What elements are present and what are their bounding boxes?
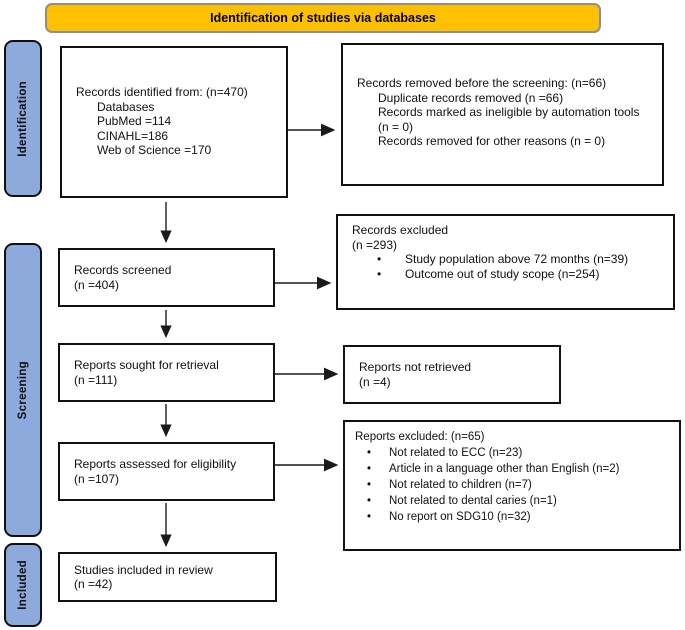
records-removed-line: Records marked as ineligible by automati… <box>378 105 640 134</box>
studies-included-title: Studies included in review <box>74 562 213 577</box>
box-reports-excluded: Reports excluded: (n=65) Not related to … <box>343 420 681 551</box>
studies-included-count: (n =42) <box>74 577 113 591</box>
records-excluded-count: (n =293) <box>352 237 398 252</box>
records-identified-title: Records identified from: (n=470) <box>76 85 248 99</box>
stage-screening-label: Screening <box>17 360 29 420</box>
stage-identification: Identification <box>4 40 42 197</box>
records-excluded-item: Outcome out of study scope (n=254) <box>377 267 665 282</box>
box-records-removed: Records removed before the screening: (n… <box>341 43 664 186</box>
stage-included: Included <box>4 543 42 627</box>
records-identified-line: PubMed =114 <box>97 114 172 128</box>
banner: Identification of studies via databases <box>45 3 601 33</box>
reports-sought-title: Reports sought for retrieval <box>74 358 219 372</box>
reports-not-retrieved-count: (n =4) <box>359 374 391 389</box>
reports-excluded-item: Not related to dental caries (n=1) <box>367 493 673 509</box>
reports-excluded-item: Article in a language other than English… <box>367 461 673 477</box>
reports-sought-count: (n =111) <box>74 372 118 387</box>
stage-screening: Screening <box>4 243 42 537</box>
reports-excluded-title: Reports excluded: (n=65) <box>355 431 485 443</box>
reports-assessed-count: (n =107) <box>74 471 120 486</box>
box-reports-sought: Reports sought for retrieval (n =111) <box>58 343 275 402</box>
records-removed-line: Duplicate records removed (n =66) <box>378 90 564 105</box>
records-removed-title: Records removed before the screening: (n… <box>357 76 607 90</box>
banner-label: Identification of studies via databases <box>210 11 436 25</box>
records-screened-count: (n =404) <box>74 277 120 292</box>
reports-excluded-item: Not related to ECC (n=23) <box>367 445 673 461</box>
reports-not-retrieved-title: Reports not retrieved <box>359 360 472 374</box>
box-studies-included: Studies included in review (n =42) <box>58 552 277 602</box>
records-excluded-title: Records excluded <box>352 223 449 237</box>
records-excluded-item: Study population above 72 months (n=39) <box>377 252 665 267</box>
stage-included-label: Included <box>17 560 29 610</box>
records-screened-title: Records screened <box>74 263 172 277</box>
reports-excluded-list: Not related to ECC (n=23) Article in a l… <box>355 445 673 525</box>
reports-excluded-item: No report on SDG10 (n=32) <box>367 509 673 525</box>
box-reports-assessed: Reports assessed for eligibility (n =107… <box>58 442 275 501</box>
records-identified-line: CINAHL=186 <box>97 128 169 143</box>
records-removed-line: Records removed for other reasons (n = 0… <box>378 134 606 148</box>
box-reports-not-retrieved: Reports not retrieved (n =4) <box>343 345 561 404</box>
box-records-identified: Records identified from: (n=470) Databas… <box>60 46 288 198</box>
reports-assessed-title: Reports assessed for eligibility <box>74 457 237 471</box>
reports-excluded-item: Not related to children (n=7) <box>367 477 673 493</box>
records-excluded-list: Study population above 72 months (n=39) … <box>352 252 665 281</box>
box-records-excluded: Records excluded (n =293) Study populati… <box>336 214 675 310</box>
box-records-screened: Records screened (n =404) <box>58 248 275 307</box>
records-identified-line: Databases <box>97 99 155 114</box>
records-identified-line: Web of Science =170 <box>97 143 212 157</box>
stage-identification-label: Identification <box>17 80 29 157</box>
